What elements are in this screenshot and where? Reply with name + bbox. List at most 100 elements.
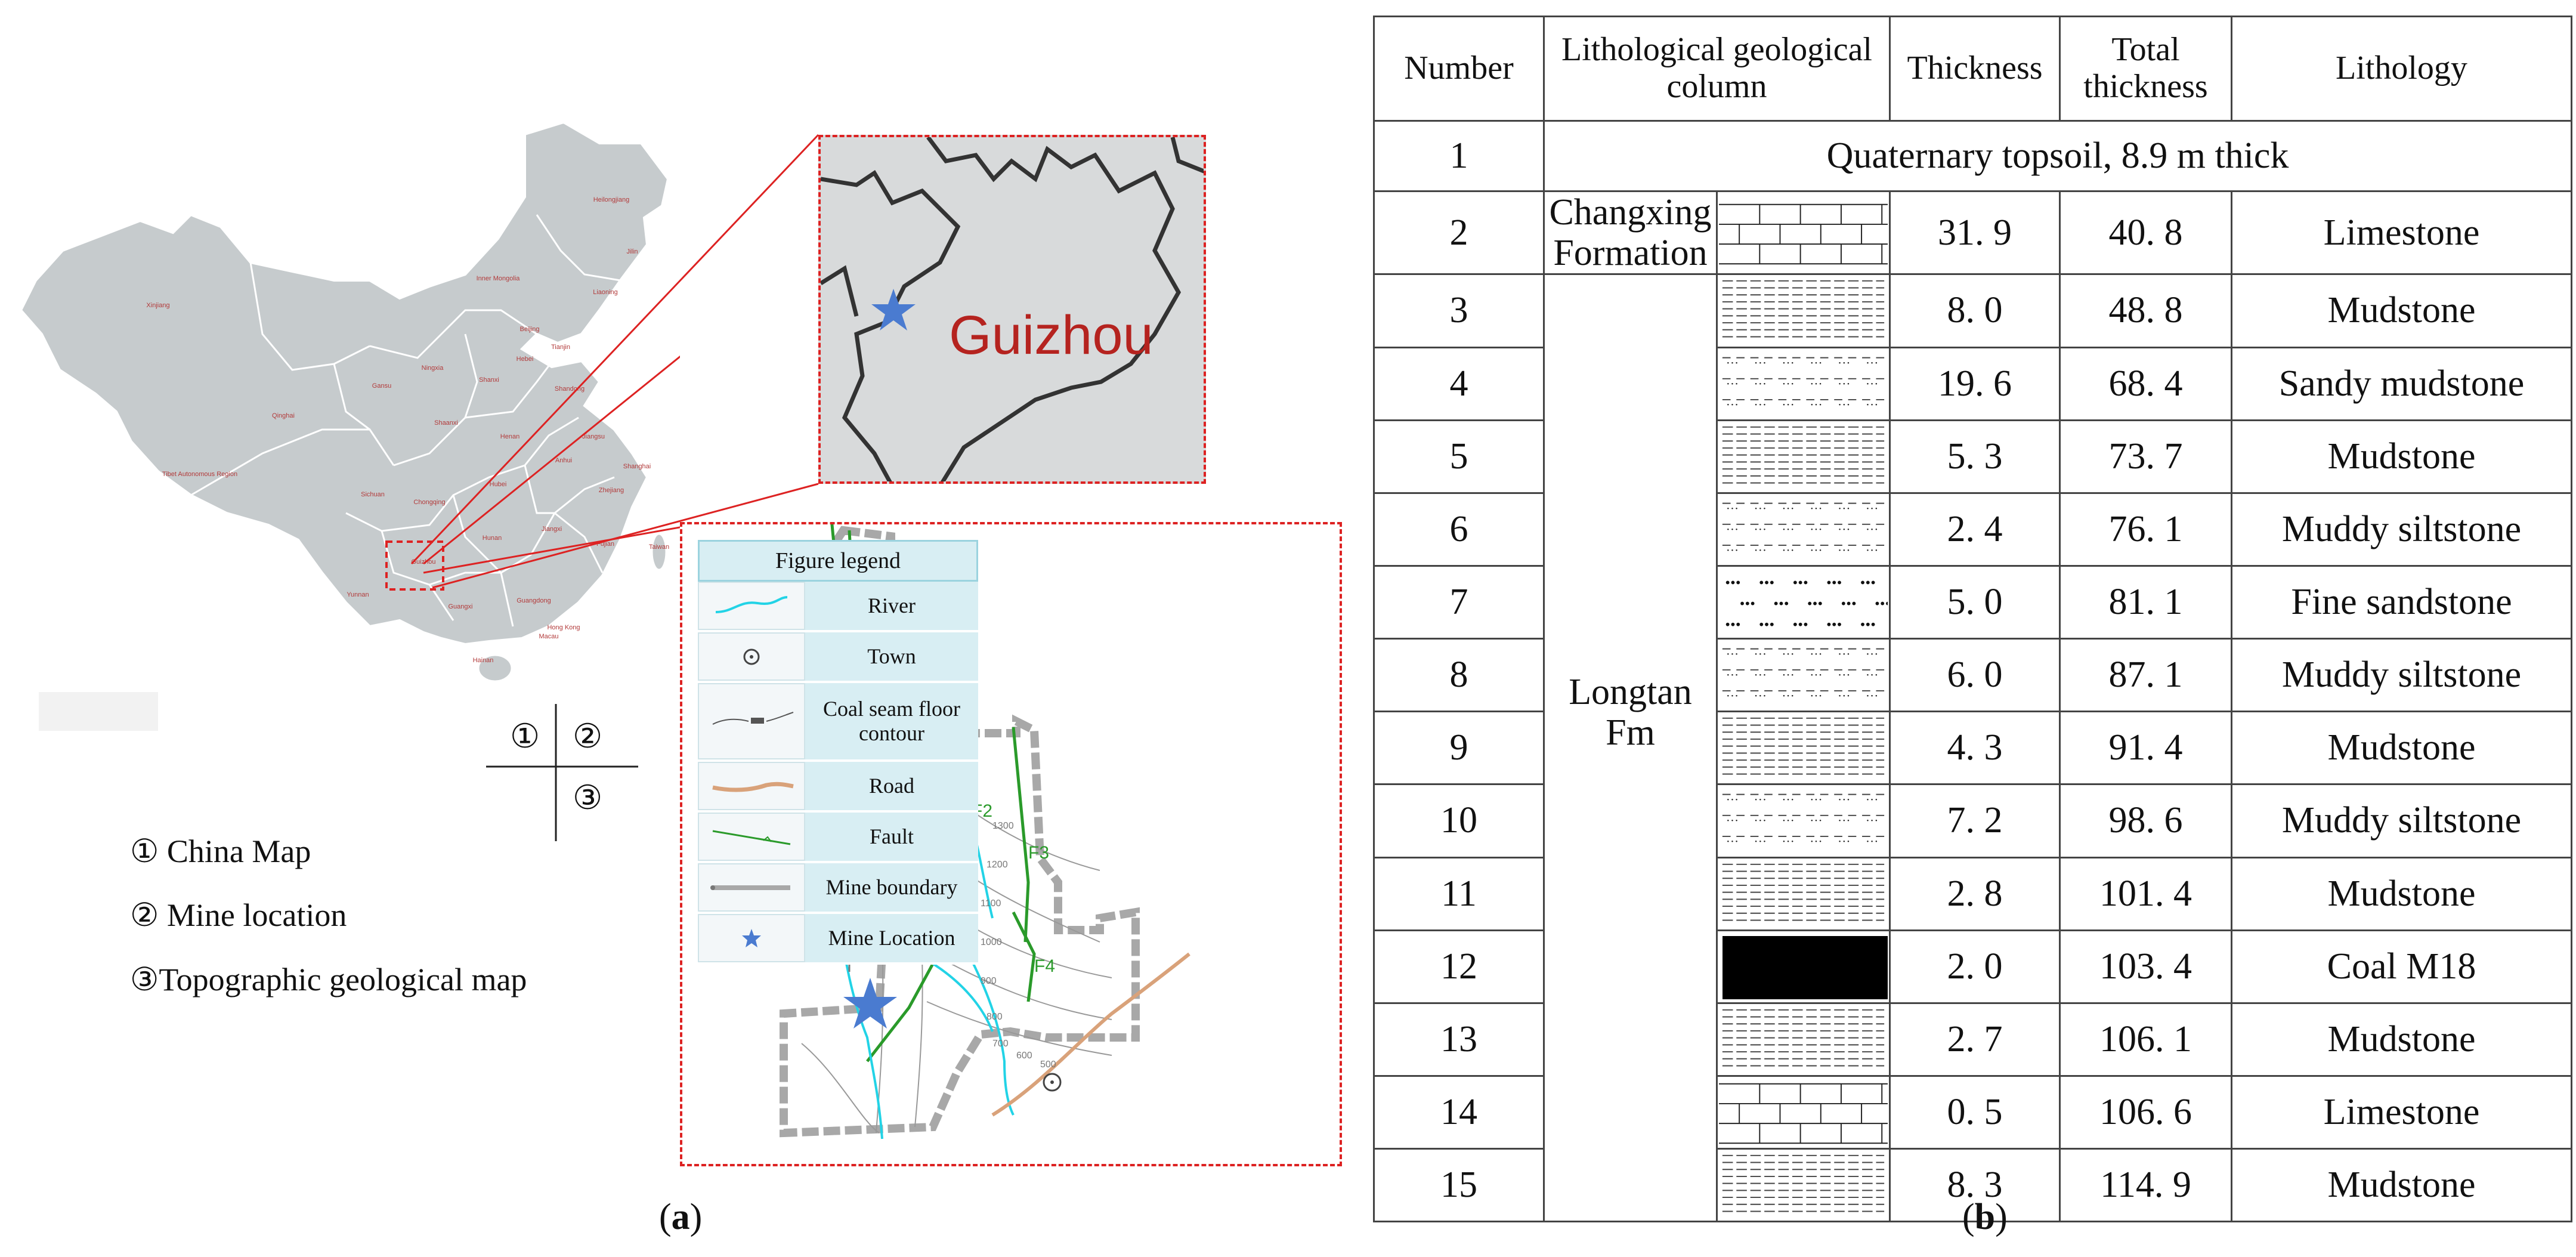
cell-total-thickness: 106. 1: [2059, 1002, 2232, 1077]
province-label: Ningxia: [422, 365, 444, 372]
svg-text:···: ···: [1866, 543, 1878, 557]
cell-thickness: 2. 0: [1889, 929, 2061, 1004]
svg-text:···: ···: [1838, 501, 1850, 515]
svg-text:···: ···: [1810, 647, 1822, 661]
town-icon: [743, 648, 760, 665]
cell-total-thickness: 106. 6: [2059, 1074, 2232, 1150]
guizhou-inset: Guizhou: [818, 135, 1206, 484]
cell-number: 14: [1373, 1074, 1545, 1150]
svg-text:···: ···: [1726, 356, 1739, 370]
svg-text:···: ···: [1810, 689, 1822, 703]
cell-lithology: Mudstone: [2231, 711, 2572, 786]
cell-column-pattern: [1716, 1002, 1891, 1077]
cell-number: 2: [1373, 190, 1545, 276]
taiwan-island: [651, 533, 667, 571]
mudstone-pattern-icon: [1722, 280, 1885, 338]
cell-column-pattern: [1716, 273, 1891, 348]
cell-total-thickness: 76. 1: [2059, 492, 2232, 567]
key-china-map: ① China Map: [130, 833, 311, 869]
star-icon: [742, 928, 761, 947]
cell-column-pattern: [1716, 564, 1891, 640]
province-label: Liaoning: [593, 289, 618, 296]
cell-number: 8: [1373, 638, 1545, 713]
province-label: Henan: [500, 433, 519, 440]
cell-number: 3: [1373, 273, 1545, 348]
cell-thickness: 8. 0: [1889, 273, 2061, 348]
cell-thickness: 5. 0: [1889, 564, 2061, 640]
svg-text:···: ···: [1782, 522, 1794, 536]
svg-text:···: ···: [1838, 689, 1850, 703]
svg-text:···: ···: [1726, 835, 1739, 849]
svg-text:···: ···: [1782, 814, 1794, 828]
svg-text:···: ···: [1754, 793, 1767, 807]
fault-label: F4: [1034, 956, 1055, 976]
fault-label: F3: [1028, 843, 1049, 863]
fine-pattern-icon: [1725, 580, 1888, 626]
province-label: Jilin: [627, 248, 638, 255]
province-label: Hunan: [483, 535, 502, 542]
svg-text:···: ···: [1754, 356, 1767, 370]
key-mine-location: ② Mine location: [130, 897, 347, 933]
fault-icon: [712, 830, 791, 845]
cell-column-pattern: [1716, 1148, 1891, 1223]
province-label: Gansu: [372, 382, 391, 390]
cell-thickness: 8. 3: [1889, 1148, 2061, 1223]
mudstone-pattern-icon: [1722, 1154, 1885, 1212]
boundary-icon: [710, 885, 790, 890]
cell-total-thickness: 101. 4: [2059, 856, 2232, 931]
province-label: Hong Kong: [547, 624, 580, 631]
svg-text:···: ···: [1754, 814, 1767, 828]
topographic-map: F2 F3 F4 1200 1150 1100 1000 1300 1200 1…: [680, 522, 1342, 1166]
svg-text:···: ···: [1754, 668, 1767, 682]
svg-text:···: ···: [1754, 501, 1767, 515]
province-label: Inner Mongolia: [477, 275, 521, 282]
header-lithology: Lithology: [2231, 16, 2572, 122]
svg-text:···: ···: [1754, 376, 1767, 391]
legend-item-mine-location: Mine Location: [698, 914, 978, 965]
province-label: Shandong: [555, 385, 585, 393]
cell-column-pattern: ········································…: [1716, 638, 1891, 713]
province-label: Zhejiang: [599, 487, 624, 494]
svg-text:···: ···: [1726, 543, 1739, 557]
svg-text:···: ···: [1866, 501, 1878, 515]
header-total-thickness: Total thickness: [2059, 16, 2232, 122]
cell-lithology: Limestone: [2231, 190, 2572, 276]
quadrant-2: ②: [573, 718, 603, 755]
province-label: Guangxi: [449, 603, 473, 610]
svg-text:···: ···: [1726, 793, 1739, 807]
svg-text:1300: 1300: [992, 821, 1014, 831]
cell-lithology: Muddy siltstone: [2231, 492, 2572, 567]
cell-total-thickness: 114. 9: [2059, 1148, 2232, 1223]
road: [991, 952, 1190, 1117]
cell-thickness: 0. 5: [1889, 1074, 2061, 1150]
svg-text:···: ···: [1866, 647, 1878, 661]
cell-column-pattern: [1716, 929, 1891, 1004]
province-label: Hainan: [473, 657, 494, 664]
svg-text:···: ···: [1838, 522, 1850, 536]
cell-column-pattern: [1716, 419, 1891, 494]
cell-lithology: Mudstone: [2231, 1148, 2572, 1223]
svg-text:···: ···: [1782, 689, 1794, 703]
province-label: Taiwan: [649, 543, 669, 551]
province-label: Macau: [539, 633, 558, 640]
table-row: 10······································…: [1373, 783, 2572, 858]
province-label: Qinghai: [272, 412, 295, 419]
cell-lithology: Muddy siltstone: [2231, 638, 2572, 713]
header-thickness: Thickness: [1889, 16, 2061, 122]
province-label: Yunnan: [347, 591, 369, 598]
svg-text:···: ···: [1726, 376, 1739, 391]
silt-pattern-icon: ········································…: [1722, 793, 1885, 849]
svg-text:···: ···: [1838, 356, 1850, 370]
legend-title: Figure legend: [698, 540, 978, 582]
cell-lithology: Mudstone: [2231, 419, 2572, 494]
svg-text:···: ···: [1782, 668, 1794, 682]
contour-icon: [712, 712, 794, 725]
header-number: Number: [1373, 16, 1545, 122]
cell-thickness: 6. 0: [1889, 638, 2061, 713]
